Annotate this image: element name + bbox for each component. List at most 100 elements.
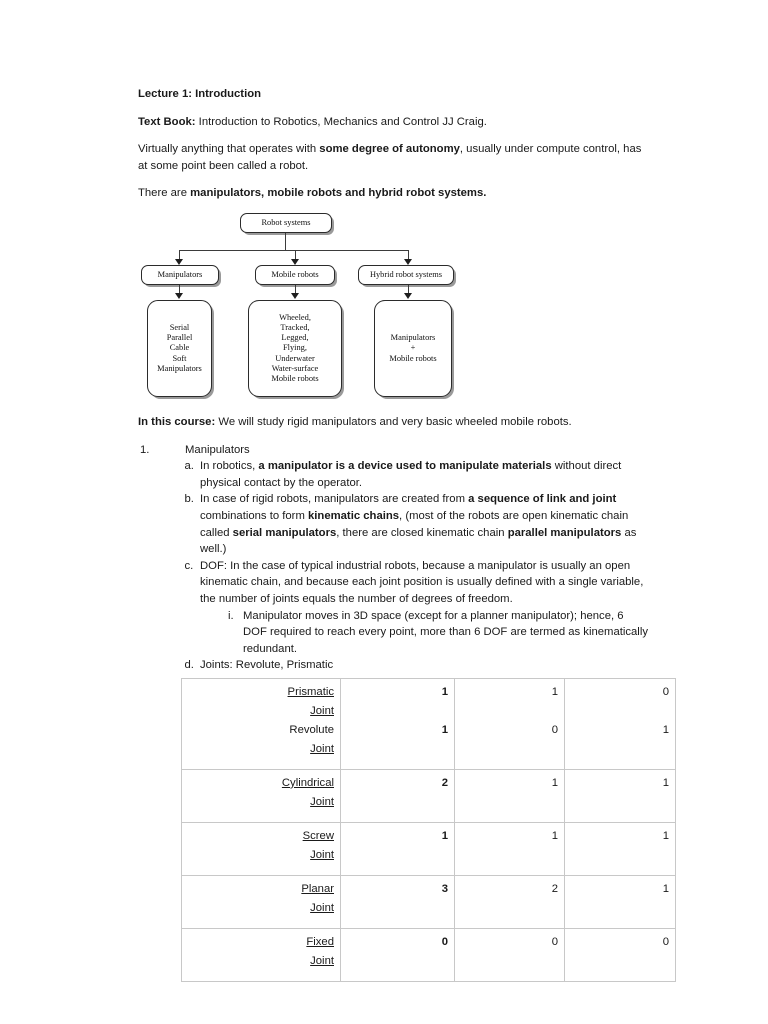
diagram-leaf-hybrid-label: Manipulators + Mobile robots bbox=[389, 333, 437, 363]
outline-item-c-marker: c. bbox=[184, 559, 194, 572]
joint-name-screw-line2: Joint bbox=[310, 848, 334, 861]
joint-screw-col2: 1 bbox=[454, 821, 565, 876]
joint-screw-col3: 1 bbox=[564, 821, 676, 876]
autonomy-text-1: Virtually anything that operates with bbox=[138, 143, 320, 156]
table-row: Prismatic Joint Revolute Joint 1 1 bbox=[181, 677, 676, 770]
outline-sublist-continued: d. Joints: Revolute, Prismatic bbox=[185, 657, 650, 674]
diagram-node-robot-systems: Robot systems bbox=[240, 212, 332, 233]
autonomy-emphasis: some degree of autonomy bbox=[319, 143, 460, 156]
outline-item-a: a. In robotics, a manipulator is a devic… bbox=[185, 458, 650, 491]
outline-item-b-emphasis-2: kinematic chains bbox=[308, 509, 400, 522]
joint-name-prismatic: Prismatic Joint bbox=[188, 683, 334, 721]
in-this-course-value: We will study rigid manipulators and ver… bbox=[215, 415, 572, 428]
joint-col2-cell-group: 1 0 bbox=[454, 677, 565, 770]
joint-name-revolute-line2: Joint bbox=[310, 742, 334, 755]
robot-types-emphasis: manipulators, mobile robots and hybrid r… bbox=[190, 187, 487, 200]
diagram-connector-to-mobile bbox=[295, 249, 296, 261]
diagram-connector-to-manipulators bbox=[179, 249, 180, 261]
diagram-node-mobile-robots-label: Mobile robots bbox=[271, 269, 319, 279]
textbook-value: Introduction to Robotics, Mechanics and … bbox=[195, 115, 487, 128]
joint-name-screw: Screw Joint bbox=[181, 821, 341, 876]
joint-revolute-col2: 0 bbox=[551, 723, 558, 736]
joint-prismatic-col2: 1 bbox=[551, 685, 558, 698]
joint-name-prismatic-line2: Joint bbox=[310, 704, 334, 717]
robot-systems-diagram: Robot systems Manipulators Mobile robots… bbox=[138, 212, 650, 405]
diagram-arrow-manipulators bbox=[175, 258, 183, 265]
outline-item-b-text-2: combinations to form bbox=[200, 509, 308, 522]
outline-item-d-text: Joints: Revolute, Prismatic bbox=[200, 659, 334, 672]
robot-types-paragraph: There are manipulators, mobile robots an… bbox=[138, 185, 650, 202]
joint-name-fixed-line2: Joint bbox=[310, 954, 334, 967]
diagram-connector-root-down bbox=[285, 232, 286, 250]
joint-planar-col3: 1 bbox=[564, 874, 676, 929]
outline-item-c-text: DOF: In the case of typical industrial r… bbox=[200, 559, 644, 605]
diagram-leaf-hybrid: Manipulators + Mobile robots bbox=[374, 299, 452, 397]
in-this-course-label: In this course: bbox=[138, 415, 216, 428]
diagram-connector-mobile-down bbox=[295, 284, 296, 296]
joint-name-prismatic-line1: Prismatic bbox=[287, 685, 334, 698]
outline-item-a-emphasis: a manipulator is a device used to manipu… bbox=[258, 460, 552, 473]
joint-dof-table-wrapper: Prismatic Joint Revolute Joint 1 1 bbox=[181, 677, 676, 982]
diagram-connector-to-hybrid bbox=[408, 249, 409, 261]
diagram-leaf-manipulators-label: Serial Parallel Cable Soft Manipulators bbox=[157, 322, 202, 373]
diagram-connector-hybrid-down bbox=[408, 284, 409, 296]
joint-cylindrical-col2: 1 bbox=[454, 768, 565, 823]
joint-prismatic-col1: 1 bbox=[441, 685, 448, 698]
outline-item-b: b. In case of rigid robots, manipulators… bbox=[185, 491, 650, 557]
spacer bbox=[461, 702, 558, 721]
spacer bbox=[571, 702, 669, 721]
outline-item-i-marker: i. bbox=[228, 609, 234, 622]
textbook-line: Text Book: Introduction to Robotics, Mec… bbox=[138, 114, 650, 131]
joint-name-cylindrical: Cylindrical Joint bbox=[181, 768, 341, 823]
outline-item-manipulators: 1. Manipulators a. In robotics, a manipu… bbox=[138, 442, 650, 674]
joint-cylindrical-col1: 2 bbox=[340, 768, 455, 823]
diagram-leaf-mobile-robots-label: Wheeled, Tracked, Legged, Flying, Underw… bbox=[271, 312, 319, 383]
joint-col1-cell-group: 1 1 bbox=[340, 677, 455, 770]
outline-item-a-marker: a. bbox=[184, 460, 194, 473]
autonomy-paragraph: Virtually anything that operates with so… bbox=[138, 141, 650, 174]
outline-item-c: c. DOF: In the case of typical industria… bbox=[185, 558, 650, 608]
joint-name-screw-line1: Screw bbox=[302, 829, 334, 842]
outline-item-a-text-1: In robotics, bbox=[200, 460, 259, 473]
outline-item-b-text-4: , there are closed kinematic chain bbox=[336, 526, 508, 539]
diagram-arrow-mobile bbox=[291, 258, 299, 265]
outline-list: 1. Manipulators a. In robotics, a manipu… bbox=[138, 442, 650, 674]
diagram-node-robot-systems-label: Robot systems bbox=[261, 217, 311, 227]
robot-types-text: There are bbox=[138, 187, 191, 200]
page-title: Lecture 1: Introduction bbox=[138, 86, 650, 103]
autonomy-text-2: , usually under compute control, has at … bbox=[138, 143, 642, 172]
joint-revolute-col1: 1 bbox=[441, 723, 448, 736]
diagram-leaf-manipulators: Serial Parallel Cable Soft Manipulators bbox=[147, 299, 212, 397]
outline-subsublist: i. Manipulator moves in 3D space (except… bbox=[185, 608, 650, 658]
joint-name-fixed-line1: Fixed bbox=[306, 935, 334, 948]
joint-name-planar-line2: Joint bbox=[310, 901, 334, 914]
document-body: Lecture 1: Introduction Text Book: Intro… bbox=[138, 86, 676, 982]
spacer bbox=[347, 702, 448, 721]
diagram-arrow-hybrid bbox=[404, 258, 412, 265]
joint-planar-col1: 3 bbox=[340, 874, 455, 929]
joint-cylindrical-col3: 1 bbox=[564, 768, 676, 823]
outline-item-b-text-1: In case of rigid robots, manipulators ar… bbox=[200, 493, 469, 506]
outline-sublist: a. In robotics, a manipulator is a devic… bbox=[185, 458, 650, 607]
textbook-label: Text Book: bbox=[138, 115, 196, 128]
joint-fixed-col1: 0 bbox=[340, 927, 455, 982]
outline-item-b-marker: b. bbox=[184, 493, 194, 506]
joint-col3-cell-group: 0 1 bbox=[564, 677, 676, 770]
joint-name-revolute-line1: Revolute bbox=[289, 723, 334, 736]
joint-dof-table: Prismatic Joint Revolute Joint 1 1 bbox=[181, 677, 676, 982]
joint-screw-col1: 1 bbox=[340, 821, 455, 876]
outline-item-a-text-2: without direct physical contact by the o… bbox=[200, 460, 622, 489]
diagram-connector-manipulators-down bbox=[179, 284, 180, 296]
diagram-node-hybrid-systems-label: Hybrid robot systems bbox=[369, 269, 443, 279]
diagram-node-manipulators: Manipulators bbox=[141, 264, 219, 285]
table-row: Fixed Joint 0 0 0 bbox=[181, 927, 676, 982]
diagram-node-hybrid-systems: Hybrid robot systems bbox=[358, 264, 454, 285]
joint-prismatic-col3: 0 bbox=[662, 685, 669, 698]
table-row: Cylindrical Joint 2 1 1 bbox=[181, 768, 676, 823]
page-title-text: Lecture 1: Introduction bbox=[138, 88, 262, 100]
diagram-node-mobile-robots: Mobile robots bbox=[255, 264, 335, 285]
diagram-leaf-mobile-robots: Wheeled, Tracked, Legged, Flying, Underw… bbox=[248, 299, 342, 397]
joint-fixed-col2: 0 bbox=[454, 927, 565, 982]
outline-item-b-emphasis-4: parallel manipulators bbox=[507, 526, 622, 539]
